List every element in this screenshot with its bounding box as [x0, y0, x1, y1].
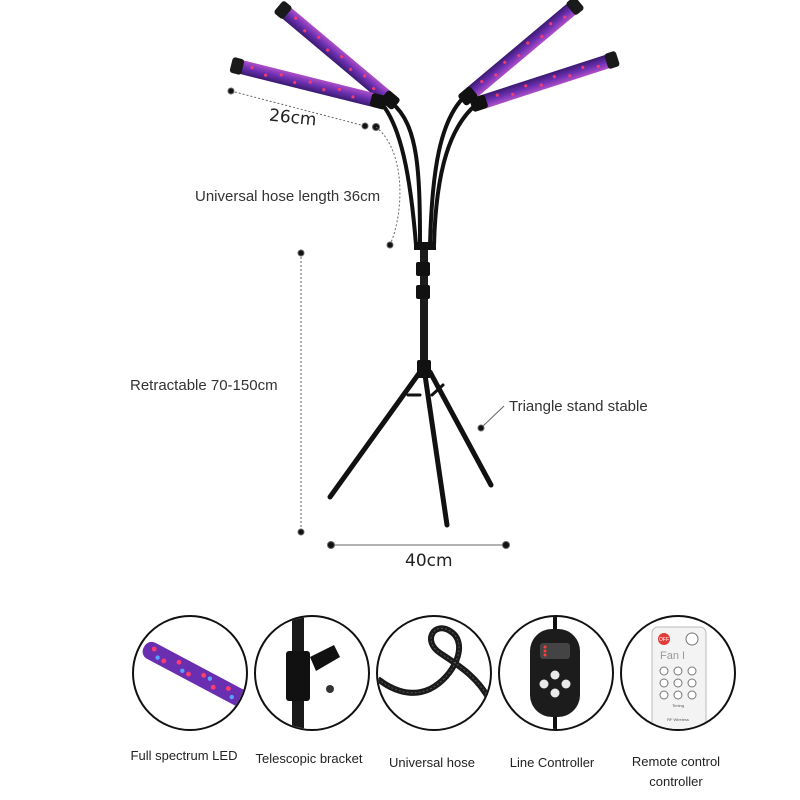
feature-led-circle: [132, 615, 248, 731]
hose-length-label: Universal hose length 36cm: [195, 188, 381, 205]
led-strip-icon: [142, 641, 246, 709]
remote-display-text: Fan I: [660, 650, 685, 662]
caption-line-controller: Line Controller: [509, 755, 595, 770]
caption-universal-hose: Universal hose: [389, 755, 475, 770]
inline-controller-icon: [530, 617, 580, 729]
remote-off-text: OFF: [659, 637, 669, 643]
dimension-lines: [227, 87, 510, 549]
remote-timing-text: Timing: [672, 703, 684, 708]
remote-brand-text: RF Wireless: [667, 717, 689, 722]
caption-remote-control: Remote control controller: [631, 754, 721, 789]
light-bar-left: [229, 57, 388, 110]
feature-hose-circle: [376, 615, 492, 731]
stand-label: Triangle stand stable: [509, 398, 648, 415]
tripod-stand: [327, 369, 494, 528]
feature-controller-circle: [498, 615, 614, 731]
grow-light-illustration: [227, 0, 620, 549]
caption-full-spectrum-led: Full spectrum LED: [130, 748, 238, 763]
gooseneck-hose-icon: [378, 625, 490, 703]
hoses: [383, 94, 480, 247]
remote-control-icon: OFF Fan I Timing RF Wireless: [651, 626, 707, 729]
bracket-clamp-icon: [286, 617, 340, 729]
feature-bracket-circle: [254, 615, 370, 731]
retractable-label: Retractable 70-150cm: [130, 377, 278, 394]
telescopic-pole: [414, 242, 436, 378]
dimension-40cm: 40cm: [405, 551, 453, 571]
feature-remote-circle: OFF Fan I Timing RF Wireless: [620, 615, 736, 731]
caption-telescopic-bracket: Telescopic bracket: [255, 751, 363, 766]
